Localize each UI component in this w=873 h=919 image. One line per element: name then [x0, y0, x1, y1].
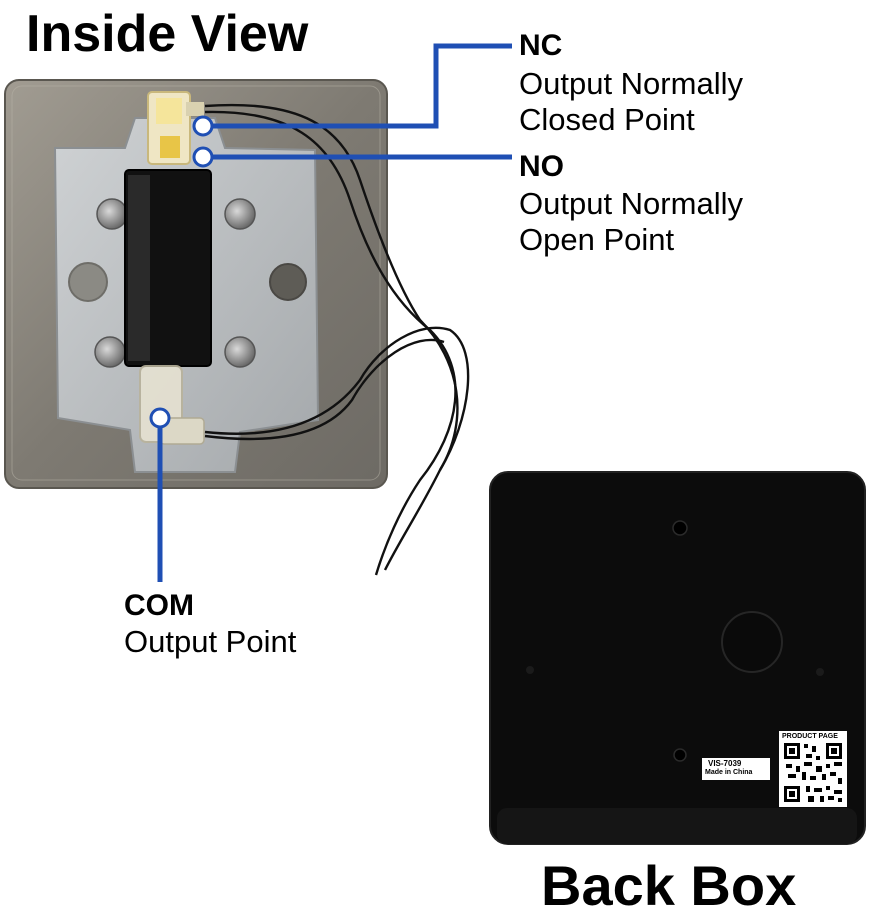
nc-callout-line: [203, 43, 512, 129]
model-number: VIS-7039: [708, 759, 742, 768]
back-box-title: Back Box: [541, 854, 797, 917]
nc-callout-line-2: Closed Point: [519, 102, 695, 137]
model-sticker: [702, 758, 770, 780]
qr-code: [784, 743, 842, 802]
no-callout-line-2: Open Point: [519, 222, 675, 257]
back-box: [489, 471, 866, 845]
microswitch: [124, 169, 212, 367]
nc-callout-line-1: Output Normally: [519, 66, 743, 101]
callout-dots: [149, 115, 214, 429]
terminal-connectors: [139, 91, 205, 445]
no-callout-line-1: Output Normally: [519, 186, 743, 221]
made-in-text: Made in China: [705, 769, 753, 776]
qr-code-sticker: [779, 731, 847, 807]
inside-view-title: Inside View: [26, 5, 309, 63]
com-callout-line-1: Output Point: [124, 624, 297, 659]
callout-lines: [157, 43, 512, 582]
qr-heading: PRODUCT PAGE: [782, 733, 838, 740]
no-callout-heading: NO: [519, 150, 564, 183]
com-callout-heading: COM: [124, 589, 194, 622]
mounting-nuts: [94, 198, 256, 368]
nc-callout-heading: NC: [519, 29, 563, 62]
